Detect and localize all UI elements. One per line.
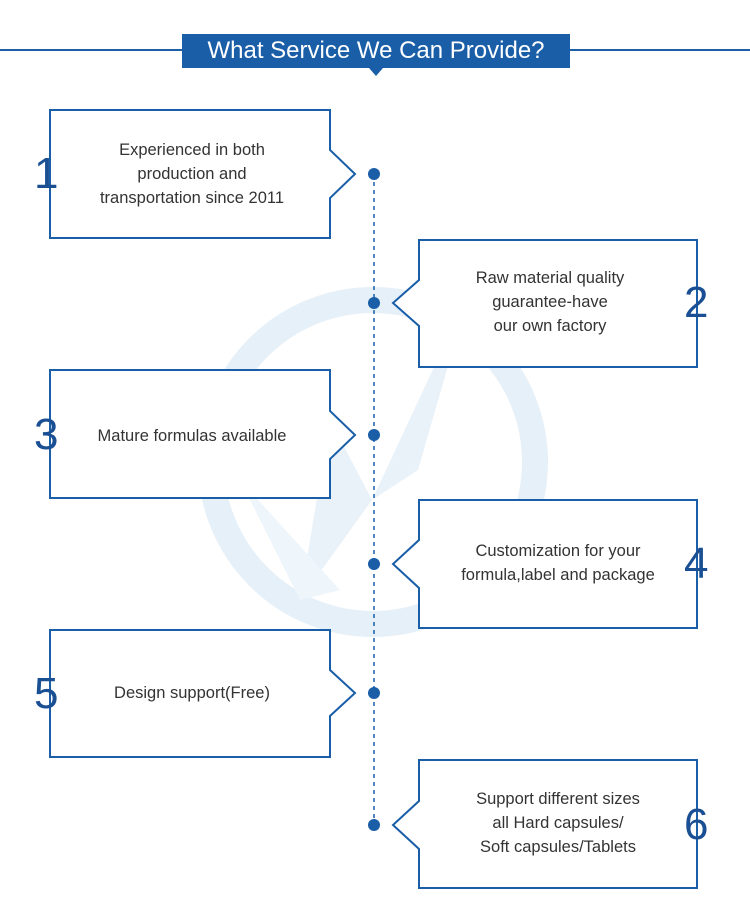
timeline-dot-2	[368, 297, 380, 309]
timeline-dot-4	[368, 558, 380, 570]
step-text-6: Support different sizes all Hard capsule…	[476, 790, 640, 856]
step-text-3: Mature formulas available	[97, 427, 287, 445]
step-box-6	[391, 759, 698, 889]
title-pointer	[369, 68, 383, 76]
step-number-3: 3	[34, 410, 59, 459]
step-number-2: 2	[684, 278, 709, 327]
title-line-right	[570, 49, 750, 51]
step-number-5: 5	[34, 669, 59, 718]
step-text-5: Design support(Free)	[114, 684, 270, 702]
timeline-dot-1	[368, 168, 380, 180]
step-number-4: 4	[684, 539, 709, 588]
timeline-dot-3	[368, 429, 380, 441]
step-box-3	[49, 369, 357, 499]
timeline-dot-6	[368, 819, 380, 831]
step-number-1: 1	[34, 149, 59, 198]
step-text-1: Experienced in both production and trans…	[99, 141, 285, 207]
step-box-2	[391, 239, 698, 368]
step-box-5	[49, 629, 357, 758]
step-text-4: Customization for your formula,label and…	[461, 542, 655, 584]
timeline-dot-5	[368, 687, 380, 699]
step-number-6: 6	[684, 800, 709, 849]
title-line-left	[0, 49, 182, 51]
step-box-1	[49, 109, 357, 239]
step-text-2: Raw material quality guarantee-have our …	[475, 269, 625, 335]
step-box-4	[391, 499, 698, 629]
page-title: What Service We Can Provide?	[182, 34, 570, 68]
